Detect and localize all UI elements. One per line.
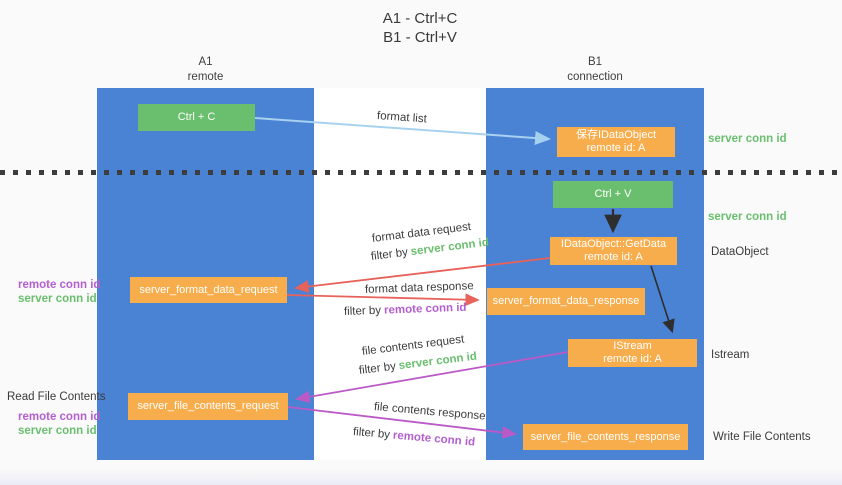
read-file-contents-label: Read File Contents bbox=[7, 391, 106, 403]
node-server-file-contents-response: server_file_contents_response bbox=[523, 424, 688, 450]
node-istream-line2: remote id: A bbox=[603, 353, 662, 365]
server-conn-id-label-top-right: server conn id bbox=[708, 133, 787, 145]
node-server-format-data-request-label: server_format_data_request bbox=[139, 283, 278, 296]
remote-conn-id-label-left-1: remote conn id bbox=[18, 279, 101, 291]
lane-a-header: A1 remote bbox=[97, 55, 314, 85]
lane-b-role: connection bbox=[567, 71, 623, 83]
title-line-2: B1 - Ctrl+V bbox=[383, 29, 457, 46]
node-istream: IStream remote id: A bbox=[568, 339, 697, 367]
node-save-idataobject-line2: remote id: A bbox=[586, 142, 646, 154]
server-conn-id-label-left-1: server conn id bbox=[18, 293, 97, 305]
node-server-file-contents-response-label: server_file_contents_response bbox=[530, 430, 681, 443]
node-ctrl-v: Ctrl + V bbox=[553, 181, 673, 208]
node-idataobject-getdata-line1: IDataObject::GetData bbox=[560, 238, 667, 250]
node-ctrl-c-label: Ctrl + C bbox=[177, 111, 216, 123]
lane-a-name: A1 bbox=[198, 56, 213, 68]
lane-b-name: B1 bbox=[587, 56, 603, 68]
node-server-format-data-request: server_format_data_request bbox=[130, 277, 287, 303]
title-line-1: A1 - Ctrl+C bbox=[382, 10, 458, 27]
diagram-title: A1 - Ctrl+C B1 - Ctrl+V bbox=[310, 9, 530, 47]
istream-side-label: Istream bbox=[711, 349, 750, 361]
node-server-format-data-response-label: server_format_data_response bbox=[492, 295, 640, 307]
filter-by-text: filter by bbox=[343, 304, 382, 318]
node-server-file-contents-request-label: server_file_contents_request bbox=[137, 400, 279, 412]
remote-conn-id-label-left-2: remote conn id bbox=[18, 411, 101, 423]
node-idataobject-getdata: IDataObject::GetData remote id: A bbox=[550, 237, 677, 265]
node-istream-line1: IStream bbox=[613, 340, 652, 352]
node-save-idataobject: 保存IDataObject remote id: A bbox=[557, 127, 675, 157]
node-save-idataobject-line1: 保存IDataObject bbox=[575, 129, 657, 141]
write-file-contents-label: Write File Contents bbox=[713, 431, 811, 443]
lane-a-role: remote bbox=[187, 71, 224, 83]
session-divider-dotted-line bbox=[0, 170, 842, 175]
lane-b-header: B1 connection bbox=[486, 55, 704, 85]
server-conn-id-label-left-2: server conn id bbox=[18, 425, 97, 437]
node-server-file-contents-request: server_file_contents_request bbox=[128, 393, 288, 420]
node-server-format-data-response: server_format_data_response bbox=[487, 288, 645, 315]
node-ctrl-c: Ctrl + C bbox=[138, 104, 255, 131]
server-conn-id-label-mid-right: server conn id bbox=[708, 211, 787, 223]
node-idataobject-getdata-line2: remote id: A bbox=[584, 251, 643, 263]
dataobject-label: DataObject bbox=[711, 246, 769, 258]
node-ctrl-v-label: Ctrl + V bbox=[594, 188, 632, 200]
